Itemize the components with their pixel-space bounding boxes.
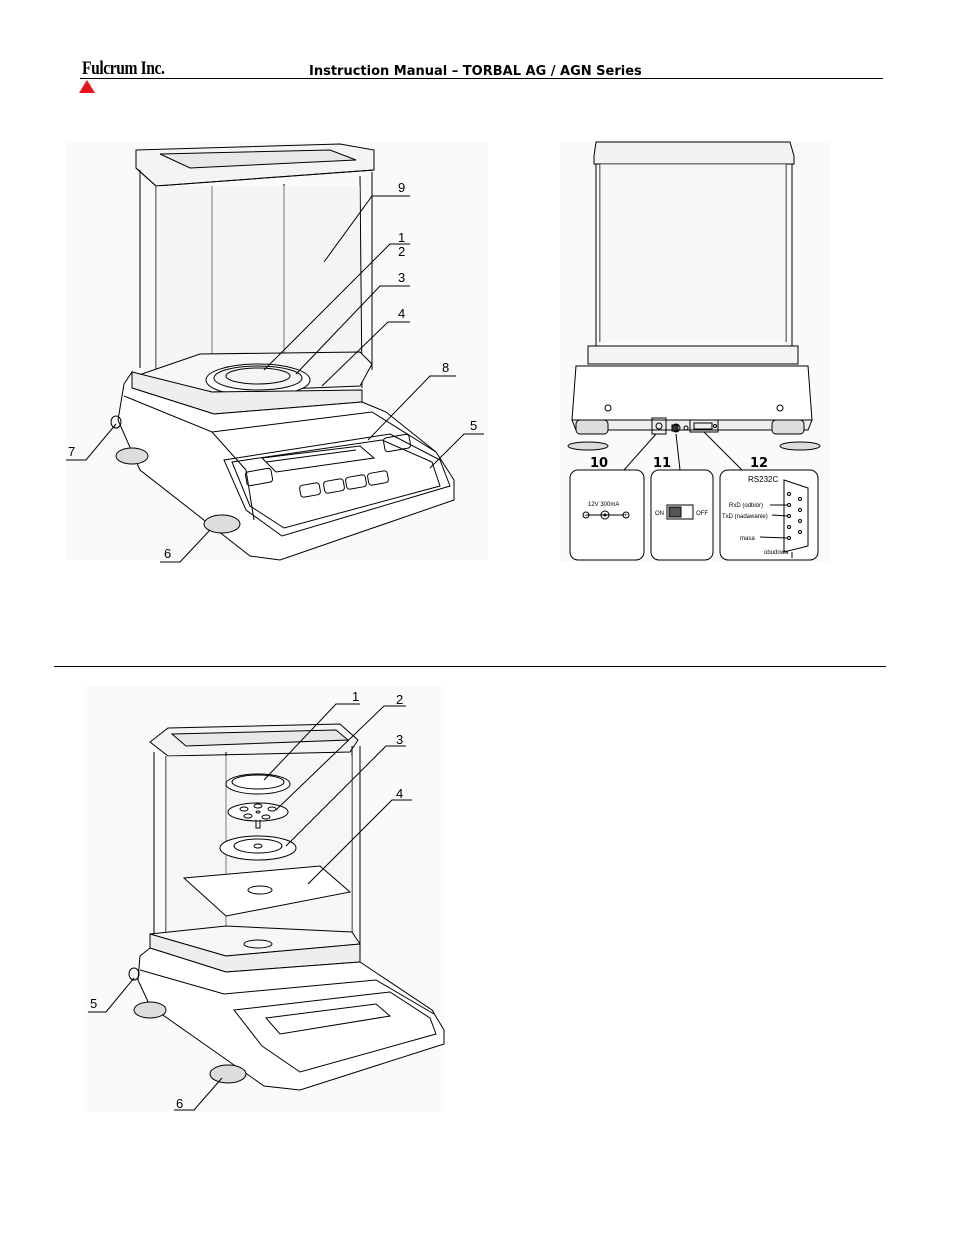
callout-11: 11	[653, 456, 671, 471]
balance-exploded-illustration	[84, 686, 444, 1112]
callout-8: 8	[442, 360, 449, 375]
callout-5: 5	[470, 418, 477, 433]
pin-txd-label: TxD (nadawanie)	[722, 514, 768, 520]
fig3-callout-3: 3	[396, 732, 403, 747]
fig3-callout-1: 1	[352, 689, 359, 704]
rs232c-title: RS232C	[748, 475, 778, 484]
plus-sign: +	[624, 513, 628, 519]
minus-sign: −	[583, 513, 587, 519]
callout-2: 2	[398, 244, 405, 259]
callout-7: 7	[68, 444, 75, 459]
fig3-callout-2: 2	[396, 692, 403, 707]
pin-rxd-label: RxD (odbiór)	[729, 503, 763, 509]
callout-4: 4	[398, 306, 405, 321]
balance-front-illustration	[66, 142, 488, 562]
fig3-callout-4: 4	[396, 786, 403, 801]
switch-off-label: OFF	[696, 511, 708, 517]
callout-10: 10	[590, 456, 608, 471]
power-rating-label: 12V 300mA	[588, 502, 619, 508]
case-ground-label: obudowa	[764, 550, 789, 556]
callout-3: 3	[398, 270, 405, 285]
balance-rear-illustration	[560, 142, 830, 562]
callout-1: 1	[398, 230, 405, 245]
callout-6: 6	[164, 546, 171, 561]
fig3-callout-6: 6	[176, 1096, 183, 1111]
pin-ground-label: masa	[740, 536, 755, 542]
callout-9: 9	[398, 180, 405, 195]
switch-on-label: ON	[655, 511, 664, 517]
callout-12: 12	[750, 456, 768, 471]
fig3-callout-5: 5	[90, 996, 97, 1011]
